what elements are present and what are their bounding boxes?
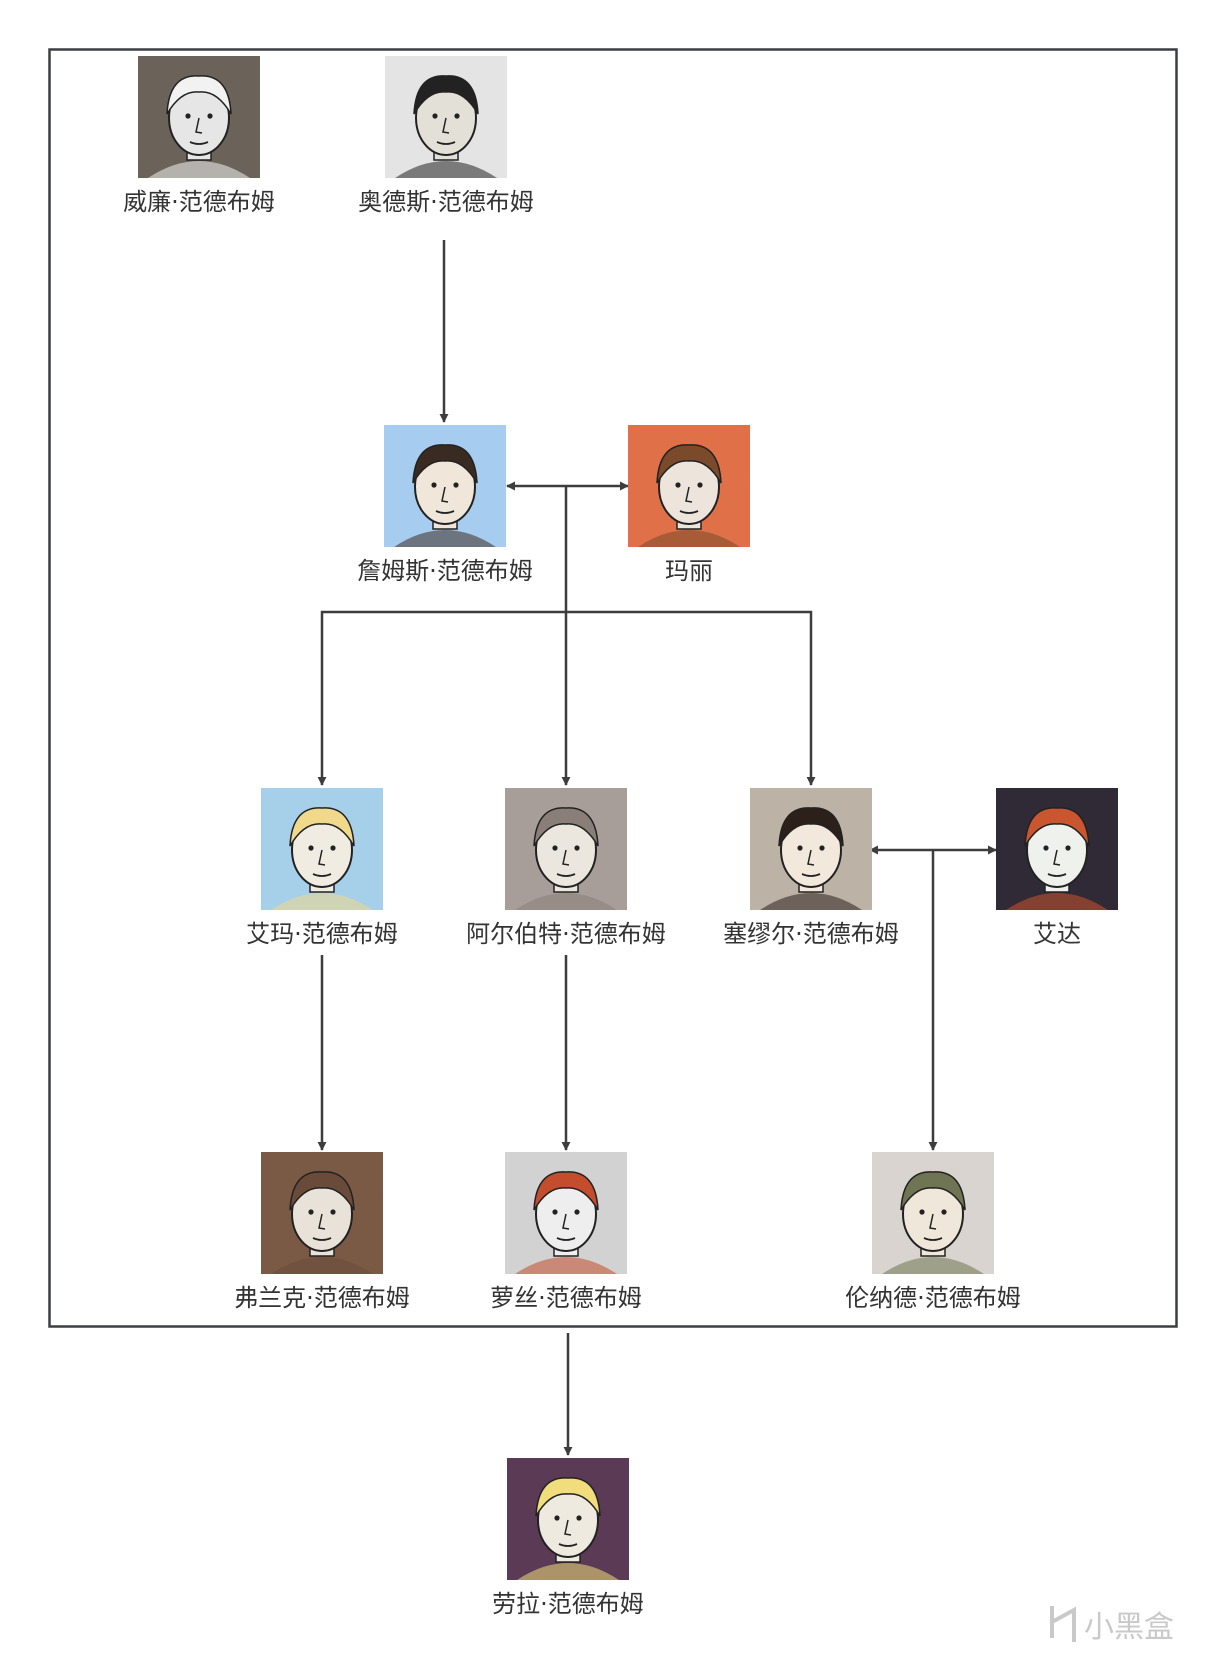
person-emma: 艾玛·范德布姆 <box>246 788 398 948</box>
old-man-white-beard-portrait <box>138 56 260 178</box>
heybox-logo-icon <box>1050 1606 1076 1642</box>
person-name: 萝丝·范德布姆 <box>490 1284 642 1312</box>
edge-to-samuel <box>566 610 816 786</box>
woman-blonde-hair-portrait <box>261 788 383 910</box>
person-name: 弗兰克·范德布姆 <box>234 1284 410 1312</box>
person-rose: 萝丝·范德布姆 <box>490 1152 642 1312</box>
woman-white-hat-portrait <box>628 425 750 547</box>
person-mary: 玛丽 <box>628 425 750 585</box>
man-with-pipe-portrait <box>750 788 872 910</box>
person-frank: 弗兰克·范德布姆 <box>234 1152 410 1312</box>
woman-red-hair-portrait <box>996 788 1118 910</box>
person-james: 詹姆斯·范德布姆 <box>357 425 533 585</box>
person-name: 伦纳德·范德布姆 <box>845 1284 1021 1312</box>
person-aldous: 奥德斯·范德布姆 <box>358 56 534 216</box>
girl-red-hair-portrait <box>505 1152 627 1274</box>
edge-to-emma <box>317 610 566 786</box>
person-name: 玛丽 <box>665 557 713 585</box>
watermark-text: 小黑盒 <box>1084 1610 1174 1645</box>
person-samuel: 塞缪尔·范德布姆 <box>723 788 899 948</box>
man-long-hair-beard-portrait <box>261 1152 383 1274</box>
relationship-lines <box>317 240 997 1456</box>
person-name: 詹姆斯·范德布姆 <box>357 557 533 585</box>
person-albert: 阿尔伯特·范德布姆 <box>466 788 666 948</box>
person-name: 艾玛·范德布姆 <box>246 920 398 948</box>
person-name: 劳拉·范德布姆 <box>492 1590 644 1618</box>
man-grey-hair-portrait <box>505 788 627 910</box>
watermark: 小黑盒 <box>1050 1606 1174 1645</box>
person-name: 奥德斯·范德布姆 <box>358 188 534 216</box>
family-frame <box>48 48 1178 1328</box>
person-ida: 艾达 <box>996 788 1118 948</box>
person-name: 艾达 <box>1033 920 1081 948</box>
person-william: 威廉·范德布姆 <box>123 56 275 216</box>
person-name: 威廉·范德布姆 <box>123 188 275 216</box>
person-name: 阿尔伯特·范德布姆 <box>466 920 666 948</box>
person-laura: 劳拉·范德布姆 <box>492 1458 644 1618</box>
man-dark-hair-portrait <box>384 425 506 547</box>
person-name: 塞缪尔·范德布姆 <box>723 920 899 948</box>
soldier-helmet-portrait <box>872 1152 994 1274</box>
person-leonard: 伦纳德·范德布姆 <box>845 1152 1021 1312</box>
woman-blonde-bob-portrait <box>507 1458 629 1580</box>
old-man-top-hat-portrait <box>385 56 507 178</box>
